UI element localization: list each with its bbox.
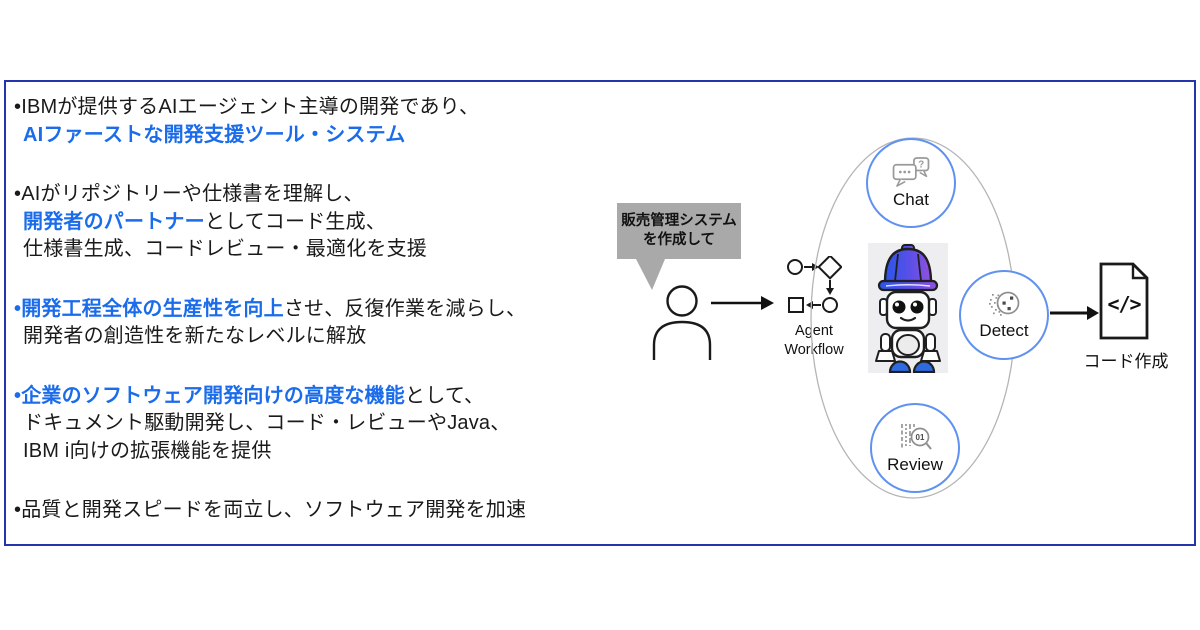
capability-review: 01 Review xyxy=(870,403,960,493)
arrow-person-to-agent-icon xyxy=(711,296,774,310)
person-icon xyxy=(652,285,712,360)
bullet-item: •IBMが提供するAIエージェント主導の開発であり、 AIファーストな開発支援ツー… xyxy=(14,94,639,149)
bullet-line: •品質と開発スピードを両立し、ソフトウェア開発を加速 xyxy=(14,497,639,525)
text-segment: •AIがリポジトリーや仕様書を理解し、 xyxy=(14,183,364,205)
text-segment: としてコード生成、 xyxy=(204,210,387,233)
bullet-item: •開発工程全体の生産性を向上させ、反復作業を減らし、開発者の創造性を新たなレベル… xyxy=(14,296,639,351)
bullet-line: 開発者のパートナーとしてコード生成、 xyxy=(14,209,639,237)
text-segment: •企業のソフトウェア開発向けの高度な機能 xyxy=(14,384,406,407)
code-output-label: コード作成 xyxy=(1083,352,1169,371)
arrow-detect-to-code-icon xyxy=(1050,306,1099,320)
bullet-line: ドキュメント駆動開発し、コード・レビューやJava、 xyxy=(14,410,639,438)
agent-workflow-label: Agent Workflow xyxy=(768,322,860,360)
text-segment: AIファーストな開発支援ツール・システム xyxy=(23,123,406,146)
chat-label: Chat xyxy=(893,190,929,209)
detect-label: Detect xyxy=(979,320,1029,340)
text-segment: •IBMが提供するAIエージェント主導の開発であり、 xyxy=(14,96,480,118)
speech-bubble-tail xyxy=(636,259,665,290)
detect-icon xyxy=(989,291,1020,316)
agent-workflow-label-line1: Agent xyxy=(795,323,833,339)
capability-chat: ? Chat xyxy=(866,138,956,228)
robot-agent-icon xyxy=(868,243,948,374)
chat-icon-question: ? xyxy=(918,160,924,171)
review-icon-digits: 01 xyxy=(916,433,925,442)
text-segment: 仕様書生成、コードレビュー・最適化を支援 xyxy=(23,238,427,260)
text-segment: 開発者の創造性を新たなレベルに解放 xyxy=(23,325,367,347)
text-segment: IBM i向けの拡張機能を提供 xyxy=(23,439,272,462)
code-glyph: </> xyxy=(1107,292,1141,316)
speech-bubble-line1: 販売管理システム xyxy=(621,213,737,229)
feature-bullets: •IBMが提供するAIエージェント主導の開発であり、 AIファーストな開発支援ツー… xyxy=(14,94,639,557)
code-document-icon: </> xyxy=(1099,262,1149,340)
text-segment: •開発工程全体の生産性を向上 xyxy=(14,297,284,320)
text-segment: ドキュメント駆動開発し、コード・レビューやJava、 xyxy=(23,412,511,434)
bullet-line: •開発工程全体の生産性を向上させ、反復作業を減らし、 xyxy=(14,296,639,324)
bullet-line: •AIがリポジトリーや仕様書を理解し、 xyxy=(14,181,639,209)
chat-icon: ? xyxy=(892,157,930,187)
speech-bubble: 販売管理システム を作成して xyxy=(617,203,741,290)
text-segment: 開発者のパートナー xyxy=(23,210,205,233)
review-icon: 01 xyxy=(901,423,932,450)
agent-workflow-label-line2: Workflow xyxy=(784,342,844,358)
review-label: Review xyxy=(887,454,943,474)
bullet-line: 開発者の創造性を新たなレベルに解放 xyxy=(14,323,639,351)
bullet-item: •企業のソフトウェア開発向けの高度な機能として、ドキュメント駆動開発し、コード・… xyxy=(14,383,639,466)
bullet-item: •AIがリポジトリーや仕様書を理解し、開発者のパートナーとしてコード生成、仕様書… xyxy=(14,181,639,264)
speech-bubble-line2: を作成して xyxy=(642,232,716,248)
bullet-line: 仕様書生成、コードレビュー・最適化を支援 xyxy=(14,236,639,264)
capability-detect: Detect xyxy=(959,270,1049,360)
bullet-item: •品質と開発スピードを両立し、ソフトウェア開発を加速 xyxy=(14,497,639,525)
bullet-line: •企業のソフトウェア開発向けの高度な機能として、 xyxy=(14,383,639,411)
text-segment: •品質と開発スピードを両立し、ソフトウェア開発を加速 xyxy=(14,499,527,521)
bullet-line: •IBMが提供するAIエージェント主導の開発であり、 xyxy=(14,94,639,122)
text-segment: させ、反復作業を減らし、 xyxy=(283,297,527,320)
bullet-line: AIファーストな開発支援ツール・システム xyxy=(14,122,639,150)
bullet-line: IBM i向けの拡張機能を提供 xyxy=(14,438,639,466)
text-segment: として、 xyxy=(405,384,485,407)
